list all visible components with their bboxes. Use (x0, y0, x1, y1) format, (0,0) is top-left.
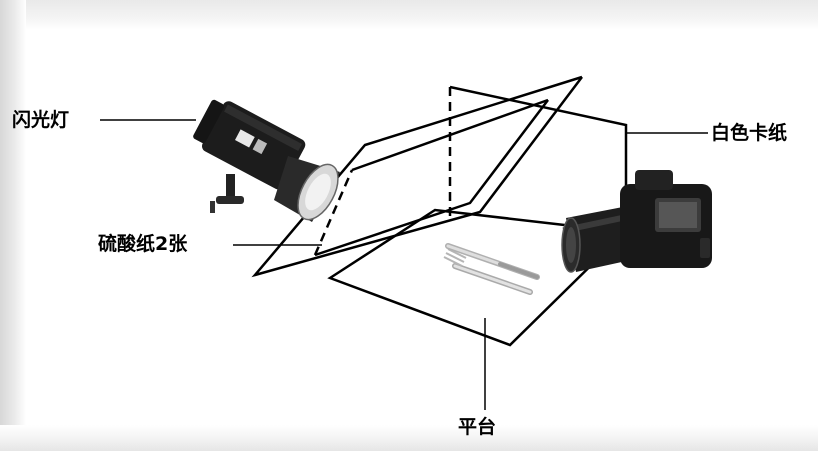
dslr-camera-icon (561, 170, 712, 273)
fork-icon (443, 248, 533, 295)
background-shade-bottom (0, 425, 818, 451)
label-flash-light: 闪光灯 (12, 109, 70, 131)
knife-icon (445, 243, 540, 280)
tracing-paper-sheets (251, 75, 583, 278)
leader-lines (100, 119, 708, 410)
label-tracing-paper: 硫酸纸2张 (98, 233, 188, 255)
cutlery (443, 243, 540, 295)
label-platform: 平台 (458, 416, 497, 438)
background-shade-top (0, 0, 818, 30)
studio-flash-icon (193, 99, 340, 222)
background-shade-left (0, 0, 26, 451)
label-white-card: 白色卡纸 (711, 122, 788, 144)
